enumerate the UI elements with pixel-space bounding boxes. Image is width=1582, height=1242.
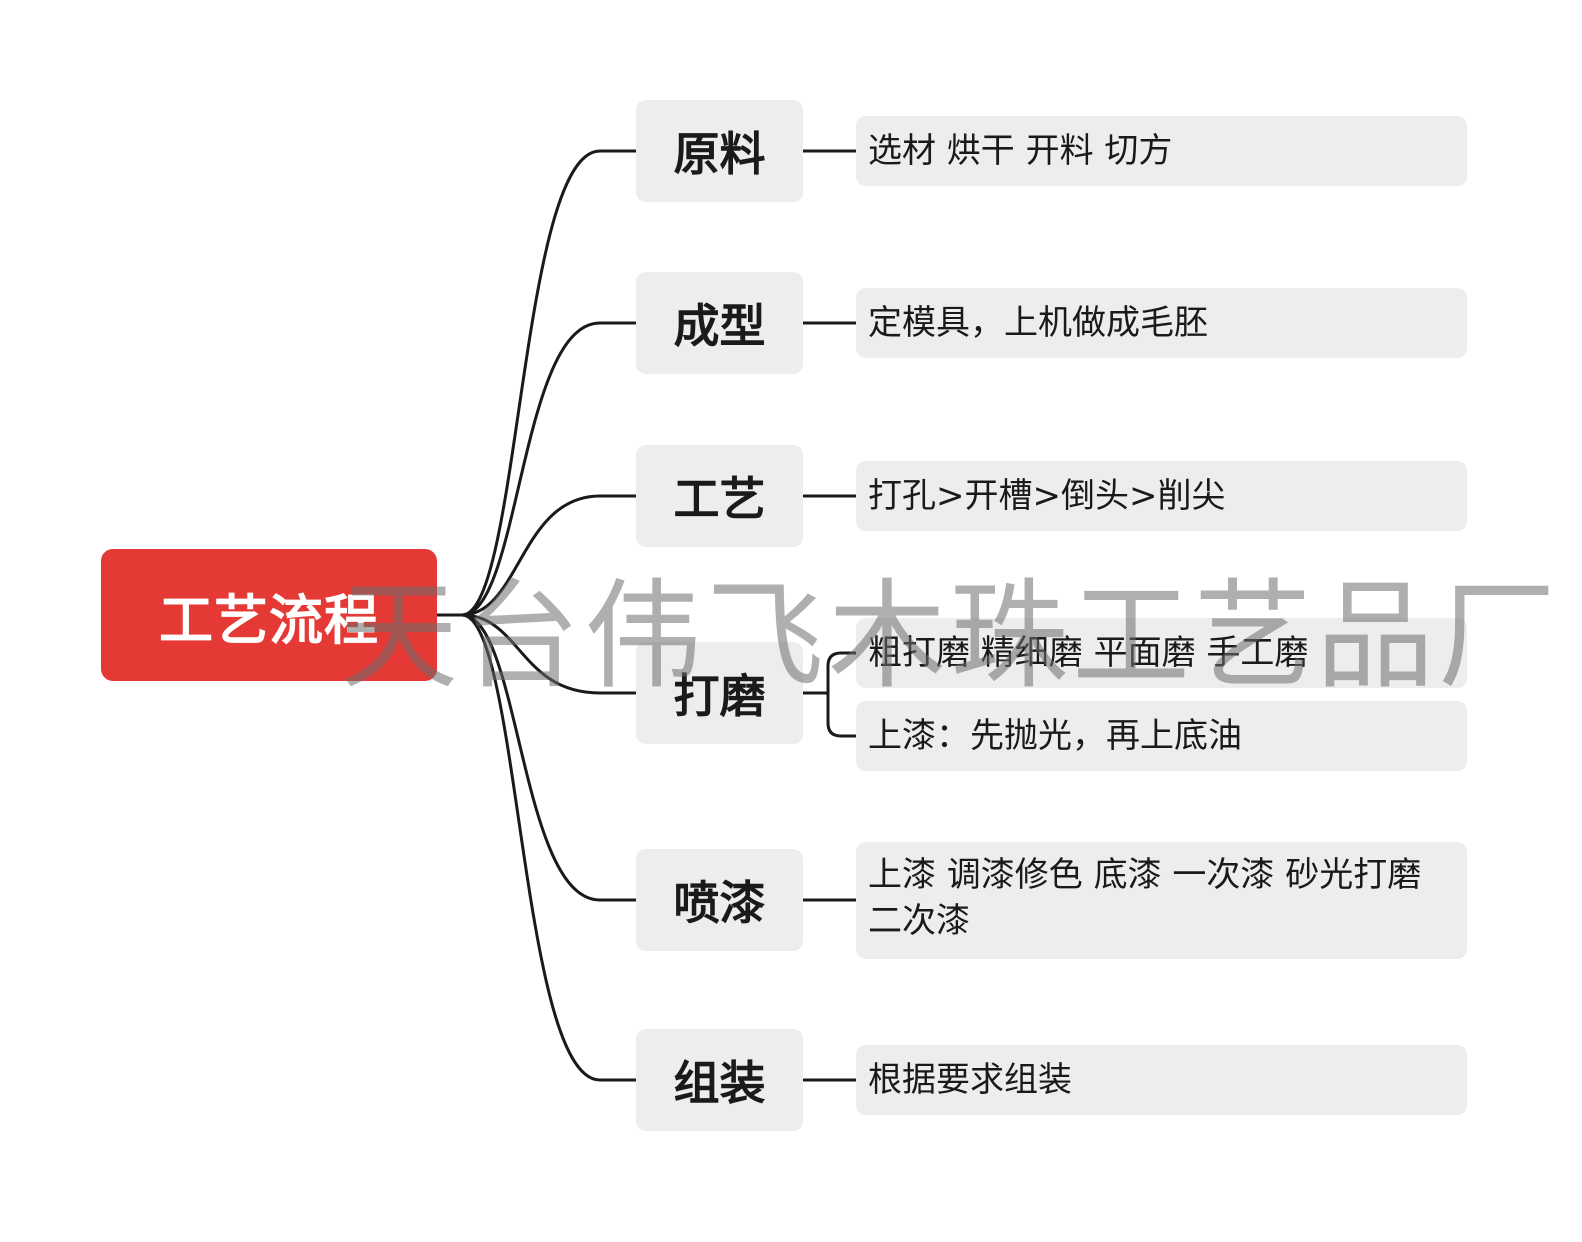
detail-node-polishing-1[interactable]: 粗打磨 精细磨 平面磨 手工磨 bbox=[856, 618, 1467, 688]
detail-text: 粗打磨 精细磨 平面磨 手工磨 bbox=[868, 633, 1309, 673]
branch-node-polishing[interactable]: 打磨 bbox=[636, 642, 803, 744]
detail-node-forming[interactable]: 定模具，上机做成毛胚 bbox=[856, 288, 1467, 358]
detail-text: 定模具，上机做成毛胚 bbox=[868, 303, 1208, 343]
branch-node-forming[interactable]: 成型 bbox=[636, 272, 803, 374]
branch-label: 组装 bbox=[673, 1056, 766, 1110]
detail-node-polishing-2[interactable]: 上漆：先抛光，再上底油 bbox=[856, 701, 1467, 771]
branch-node-spraying[interactable]: 喷漆 bbox=[636, 849, 803, 951]
detail-node-spraying[interactable]: 上漆 调漆修色 底漆 一次漆 砂光打磨 二次漆 bbox=[856, 842, 1467, 959]
link-root-polishing bbox=[461, 613, 636, 695]
branch-label: 喷漆 bbox=[673, 876, 766, 930]
link-root-assembly bbox=[461, 613, 636, 1082]
link-root-craft bbox=[461, 494, 636, 617]
link-root-forming bbox=[461, 321, 636, 617]
link-polishing-detail-1 bbox=[803, 651, 856, 695]
detail-text: 根据要求组装 bbox=[868, 1060, 1072, 1100]
branch-label: 工艺 bbox=[673, 472, 766, 526]
detail-text: 上漆：先抛光，再上底油 bbox=[868, 716, 1242, 756]
detail-text: 打孔>开槽>倒头>削尖 bbox=[868, 476, 1226, 516]
root-label: 工艺流程 bbox=[159, 588, 379, 652]
link-polishing-detail-2 bbox=[826, 693, 856, 738]
detail-node-raw-material[interactable]: 选材 烘干 开料 切方 bbox=[856, 116, 1467, 186]
root-node[interactable]: 工艺流程 bbox=[101, 549, 437, 681]
branch-node-assembly[interactable]: 组装 bbox=[636, 1029, 803, 1131]
detail-text: 上漆 调漆修色 底漆 一次漆 砂光打磨 二次漆 bbox=[868, 855, 1422, 941]
link-root-raw-material bbox=[437, 149, 636, 617]
branch-node-raw-material[interactable]: 原料 bbox=[636, 100, 803, 202]
branch-label: 成型 bbox=[673, 299, 766, 353]
detail-node-craft[interactable]: 打孔>开槽>倒头>削尖 bbox=[856, 461, 1467, 531]
link-root-spraying bbox=[461, 613, 636, 902]
detail-node-assembly[interactable]: 根据要求组装 bbox=[856, 1045, 1467, 1115]
branch-node-craft[interactable]: 工艺 bbox=[636, 445, 803, 547]
branch-label: 原料 bbox=[673, 127, 766, 181]
detail-text: 选材 烘干 开料 切方 bbox=[868, 131, 1173, 171]
branch-label: 打磨 bbox=[673, 669, 766, 723]
